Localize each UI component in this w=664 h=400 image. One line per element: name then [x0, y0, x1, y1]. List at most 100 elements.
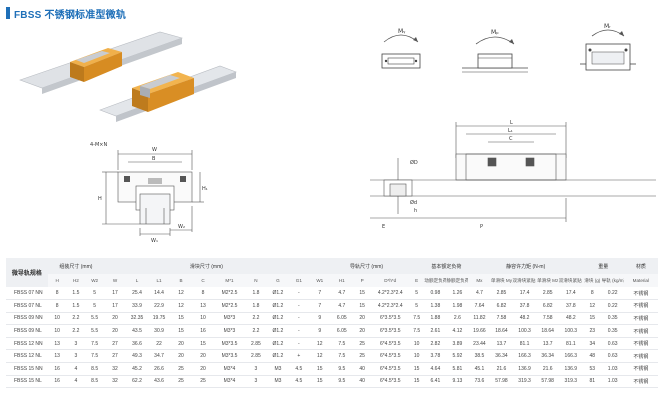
table-cell: M3*4 — [214, 375, 245, 389]
table-cell: M3*3 — [214, 324, 245, 338]
table-cell: 73.6 — [468, 375, 491, 389]
column-header: W1 — [308, 274, 331, 287]
table-cell: 5.5 — [85, 324, 104, 338]
table-cell: 20 — [170, 349, 193, 364]
table-cell: 3.89 — [446, 337, 469, 351]
table-cell: + — [288, 349, 309, 364]
column-header: E — [408, 274, 425, 287]
column-header: 滑块 (g) — [582, 274, 602, 287]
table-group-header-row: 微导轨规格 组装尺寸 (mm) 滑块尺寸 (mm) 导轨尺寸 (mm) 基本额定… — [6, 258, 658, 287]
table-cell: 4.64 — [424, 362, 447, 376]
table-cell: 3 — [66, 349, 86, 364]
table-cell: 12 — [170, 299, 193, 313]
table-cell: 0.98 — [424, 287, 447, 301]
column-header: G1 — [288, 274, 309, 287]
table-cell: 32 — [104, 362, 127, 376]
table-cell: 319.3 — [512, 375, 537, 389]
table-cell: 4.7 — [330, 287, 353, 301]
column-header: 静额定负荷 C0(kN) — [446, 274, 469, 287]
moment-roll-diagram: Mᵣ — [580, 23, 636, 71]
table-cell: 6.41 — [424, 375, 447, 389]
table-cell: 14.4 — [148, 287, 171, 301]
table-cell: 32 — [104, 375, 127, 389]
table-cell: 36.34 — [490, 349, 513, 364]
model-cell: FBSS 09 NN — [6, 312, 48, 326]
table-cell: 6.05 — [330, 324, 353, 338]
side-label-d: Ød — [410, 199, 417, 206]
table-cell: 36.6 — [126, 337, 149, 351]
column-header: H2 — [66, 274, 86, 287]
table-cell: 2.2 — [244, 324, 267, 338]
table-cell: 38.5 — [468, 349, 491, 364]
table-cell: 2.2 — [66, 324, 86, 338]
table-cell: 10 — [408, 337, 425, 351]
table-cell: 15 — [170, 324, 193, 338]
table-cell: 23 — [582, 324, 602, 338]
column-header: 双滑块紧贴 Mz — [558, 274, 583, 287]
table-cell: Ø1.2 — [266, 349, 289, 364]
table-cell: 20 — [104, 324, 127, 338]
table-cell: 9.5 — [330, 362, 353, 376]
table-cell: 7.5 — [408, 312, 425, 326]
column-header: 双滑块紧贴 My — [512, 274, 537, 287]
table-cell: 6*4.5*3.5 — [371, 375, 409, 389]
table-cell: 20 — [352, 312, 372, 326]
table-cell: 22 — [148, 337, 171, 351]
table-cell: 0.63 — [601, 337, 624, 351]
table-cell: 15 — [170, 312, 193, 326]
side-label-e: E — [382, 224, 385, 230]
table-cell: 25.4 — [126, 287, 149, 301]
column-header: H1 — [330, 274, 353, 287]
table-cell: 48.2 — [558, 312, 583, 326]
column-header: 单滑块 My — [490, 274, 513, 287]
table-cell: 15 — [408, 375, 425, 389]
table-cell: 10 — [47, 312, 67, 326]
column-header: P — [352, 274, 372, 287]
column-header: L1 — [148, 274, 171, 287]
table-cell: 1.03 — [601, 362, 624, 376]
side-view-drawing: L L₁ C ØD Ød h E P — [370, 120, 656, 230]
table-cell: 6*3.5*3.5 — [371, 312, 409, 326]
side-label-l1: L₁ — [508, 128, 513, 134]
table-cell: M3 — [266, 362, 289, 376]
table-cell: 2.6 — [446, 312, 469, 326]
table-cell: 13 — [47, 337, 67, 351]
table-cell: 15 — [308, 375, 331, 389]
table-cell: 20 — [192, 349, 215, 364]
table-cell: 37.8 — [558, 299, 583, 313]
product-photo — [19, 31, 237, 122]
column-header: W — [104, 274, 127, 287]
table-cell: 7.64 — [468, 299, 491, 313]
table-cell: 12 — [308, 349, 331, 364]
table-cell: 136.9 — [558, 362, 583, 376]
table-cell: 32.35 — [126, 312, 149, 326]
table-cell: Ø1.2 — [266, 324, 289, 338]
table-cell: 13.7 — [490, 337, 513, 351]
table-cell: 25 — [192, 375, 215, 389]
model-cell: FBSS 15 NL — [6, 375, 48, 389]
table-cell: 11.82 — [468, 312, 491, 326]
table-cell: 0.22 — [601, 287, 624, 301]
table-cell: 3 — [244, 362, 267, 376]
table-cell: 4 — [66, 375, 86, 389]
side-label-p: P — [480, 224, 483, 230]
table-cell: 23.44 — [468, 337, 491, 351]
table-cell: 1.98 — [446, 299, 469, 313]
table-cell: 20 — [192, 362, 215, 376]
table-cell: 15 — [408, 362, 425, 376]
front-label-b: B — [152, 156, 156, 162]
title-bar: FBSS 不锈钢标准型微轨 — [6, 6, 126, 21]
table-cell: 19.75 — [148, 312, 171, 326]
group-header-block: 滑块尺寸 (mm) — [104, 258, 309, 274]
table-cell: 57.98 — [536, 375, 559, 389]
table-cell: Ø1.2 — [266, 337, 289, 351]
table-cell: Ø1.2 — [266, 287, 289, 301]
moment-yaw-diagram: Mᵧ — [381, 28, 421, 69]
table-cell: 2.61 — [424, 324, 447, 338]
table-cell: 6*4.5*3.5 — [371, 349, 409, 364]
table-cell: 13 — [47, 349, 67, 364]
